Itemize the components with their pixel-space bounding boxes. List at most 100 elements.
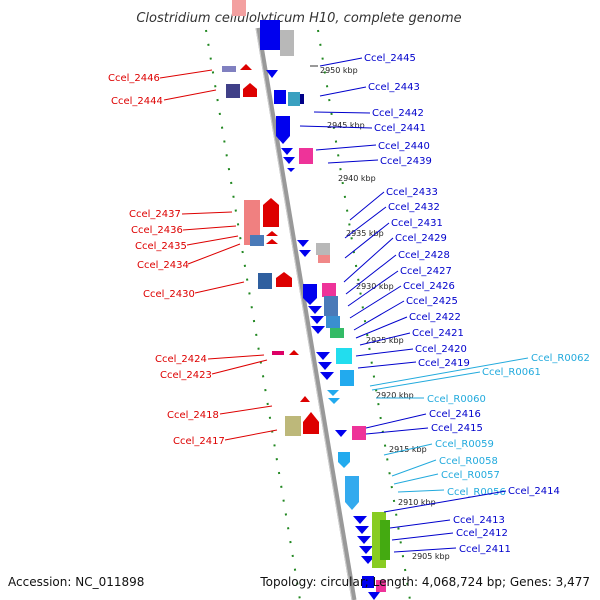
tick-label: 2950 kbp [320,66,358,75]
gene-label[interactable]: Ccel_2444 [111,96,163,107]
gene-arrow [266,70,278,78]
gene-arrow [300,396,310,402]
leader-line [393,473,439,485]
gene-block [250,235,264,246]
gene-arrow [240,64,252,70]
gene-label[interactable]: Ccel_2420 [415,344,467,355]
gene-label[interactable]: Ccel_2423 [160,370,212,381]
leader-line [345,254,397,295]
gene-block [232,0,246,16]
tick-label: 2910 kbp [398,498,436,507]
gene-label[interactable]: Ccel_2431 [391,218,443,229]
gene-arrow [310,316,324,324]
gene-label[interactable]: Ccel_2432 [388,202,440,213]
gene-label[interactable]: Ccel_2440 [378,141,430,152]
gene-block [300,94,304,104]
gene-block [318,255,330,263]
gene-label[interactable]: Ccel_2428 [398,250,450,261]
rna-label[interactable]: Ccel_R0059 [435,439,494,450]
gene-label[interactable]: Ccel_2433 [386,187,438,198]
gene-label[interactable]: Ccel_2443 [368,82,420,93]
leader-line [371,371,481,391]
rna-label[interactable]: Ccel_R0056 [447,487,506,498]
gene-label[interactable]: Ccel_2430 [143,289,195,300]
map-title: Clostridium cellulolyticum H10, complete… [136,11,461,26]
rna-label[interactable]: Ccel_R0060 [427,394,486,405]
gene-label[interactable]: Ccel_2441 [374,123,426,134]
leader-line [349,191,385,221]
gene-arrow [368,592,380,600]
gene-arrow [297,240,309,247]
gene-label[interactable]: Ccel_2413 [453,515,505,526]
gene-label[interactable]: Ccel_2436 [131,225,183,236]
leader-line [299,125,373,129]
leader-line [319,57,363,67]
leader-line [327,159,379,164]
gene-label[interactable]: Ccel_2446 [108,73,160,84]
gene-label[interactable]: Ccel_2421 [412,328,464,339]
genome-summary-text: Topology: circular; Length: 4,068,724 bp… [259,575,590,589]
gene-block [352,426,366,440]
leader-line [355,316,408,339]
gene-label[interactable]: Ccel_2442 [372,108,424,119]
leader-line [357,361,417,369]
gene-label[interactable]: Ccel_2414 [508,486,560,497]
gene-block [330,328,344,338]
leader-line [344,222,390,259]
gene-block [322,283,336,297]
tick-label: 2945 kbp [327,121,365,130]
leader-line [194,281,245,294]
leader-line [182,225,237,231]
leader-line [349,285,402,319]
rna-arrow [338,452,350,468]
gene-arrow [281,148,293,155]
gene-label[interactable]: Ccel_2434 [137,260,189,271]
rna-label[interactable]: Ccel_R0057 [441,470,500,481]
gene-block [222,66,236,72]
gene-label[interactable]: Ccel_2415 [431,423,483,434]
leader-line [353,300,405,331]
leader-line [159,69,213,79]
gene-block [299,148,313,164]
leader-line [383,490,507,513]
rna-block [336,348,352,364]
gene-label[interactable]: Ccel_2416 [429,409,481,420]
gene-label[interactable]: Ccel_2437 [129,209,181,220]
leader-line [313,111,371,114]
gene-arrow [303,412,319,434]
gene-label[interactable]: Ccel_2411 [459,544,511,555]
gene-label[interactable]: Ccel_2426 [403,281,455,292]
gene-block [260,20,280,50]
gene-block [258,273,272,289]
gene-label[interactable]: Ccel_2424 [155,354,207,365]
gene-label[interactable]: Ccel_2439 [380,156,432,167]
rna-label[interactable]: Ccel_R0062 [531,353,590,364]
leader-line [186,235,239,246]
gene-label[interactable]: Ccel_2412 [456,528,508,539]
rna-label[interactable]: Ccel_R0061 [482,367,541,378]
rna-arrow [327,390,339,396]
gene-label[interactable]: Ccel_2419 [418,358,470,369]
leader-line [315,144,377,151]
leader-line [391,532,454,541]
gene-arrow [303,284,317,305]
rna-label[interactable]: Ccel_R0058 [439,456,498,467]
gene-label[interactable]: Ccel_2417 [173,436,225,447]
leader-line [347,270,399,307]
gene-label[interactable]: Ccel_2445 [364,53,416,64]
gene-label[interactable]: Ccel_2435 [135,241,187,252]
gene-label[interactable]: Ccel_2425 [406,296,458,307]
leader-line [211,359,268,375]
rna-arrow [328,398,340,404]
gene-label[interactable]: Ccel_2429 [395,233,447,244]
leader-line [343,237,394,283]
plus-gene-labels: Ccel_2445 Ccel_2443 Ccel_2442 Ccel_2441 … [299,53,590,555]
gene-label[interactable]: Ccel_2418 [167,410,219,421]
tick-label: 2935 kbp [346,229,384,238]
gene-arrow [266,239,278,244]
gene-arrow [359,546,373,554]
tick-label: 2905 kbp [412,552,450,561]
gene-arrow [289,350,299,355]
gene-label[interactable]: Ccel_2422 [409,312,461,323]
gene-label[interactable]: Ccel_2427 [400,266,452,277]
